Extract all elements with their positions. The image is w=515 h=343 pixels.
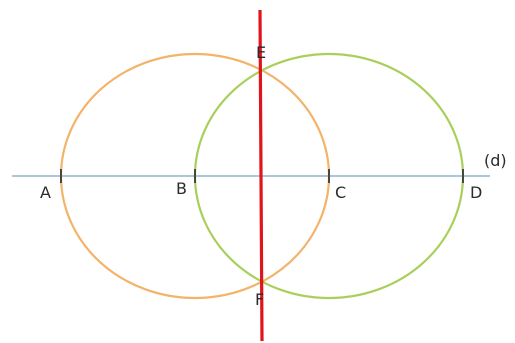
perpendicular-bisector: [258, 9, 264, 342]
label-f: F: [255, 290, 264, 309]
label-e: E: [256, 43, 266, 62]
label-line-d: (d): [484, 151, 507, 170]
label-a: A: [40, 183, 51, 202]
label-b: B: [176, 179, 187, 198]
label-d: D: [470, 183, 482, 202]
label-c: C: [335, 183, 346, 202]
